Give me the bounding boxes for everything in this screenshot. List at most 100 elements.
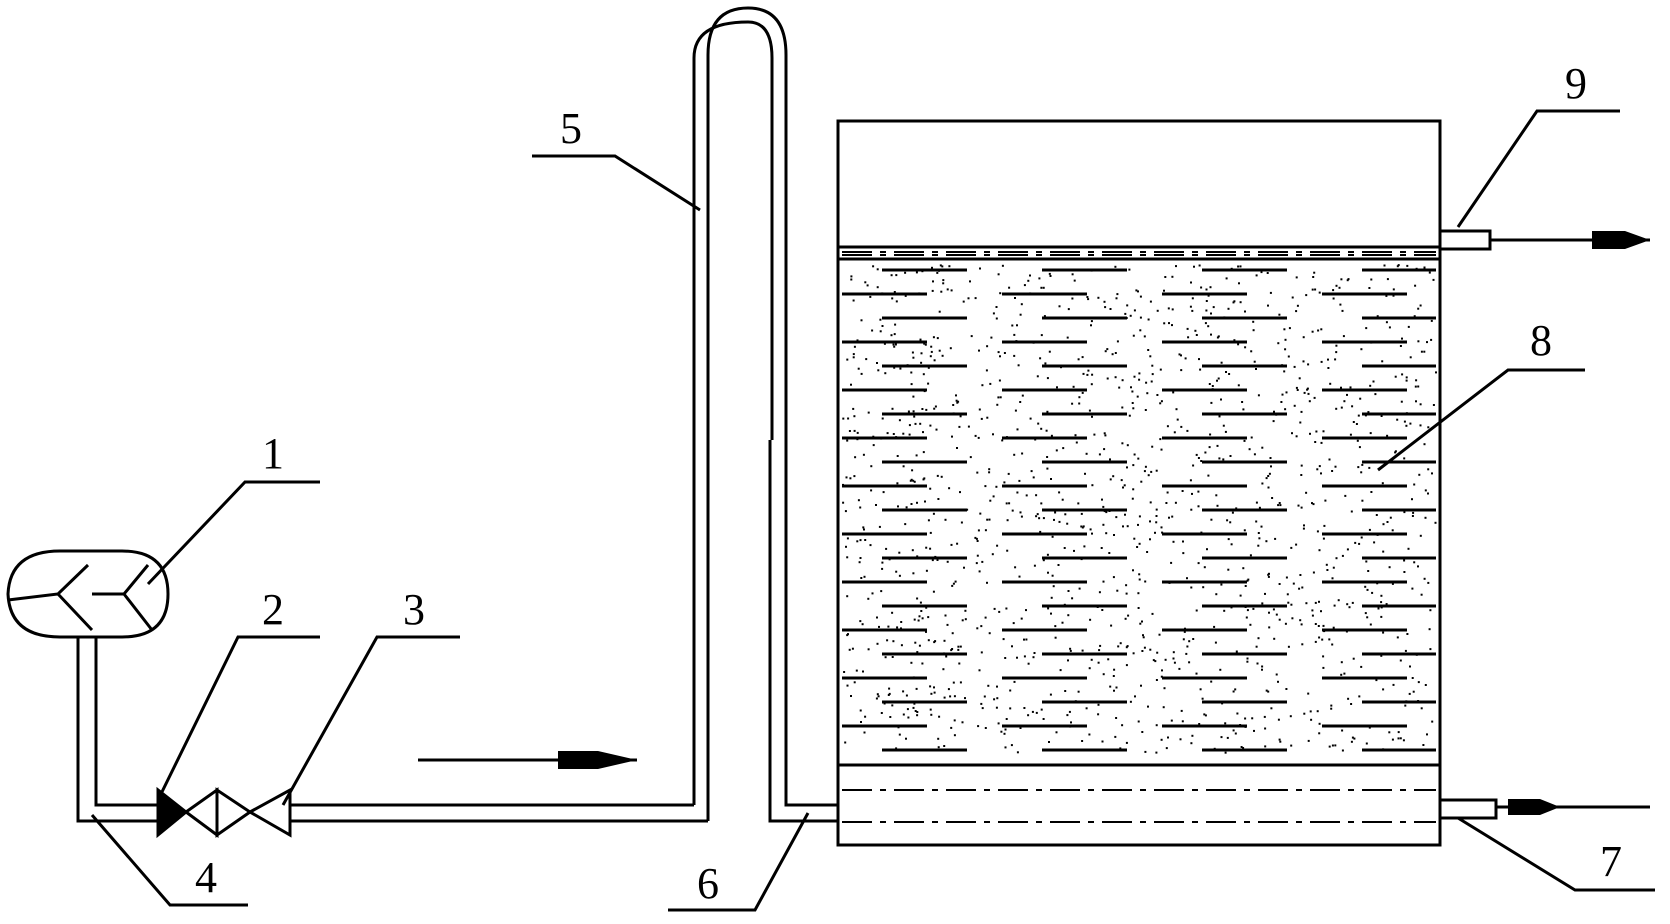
stipple-dot	[1358, 542, 1361, 545]
stipple-dot	[1211, 388, 1214, 391]
stipple-dot	[974, 536, 977, 539]
stipple-dot	[1033, 564, 1036, 567]
stipple-dot	[1170, 719, 1173, 722]
stipple-dot	[1318, 732, 1321, 735]
stipple-dot	[1323, 524, 1326, 527]
stipple-dot	[931, 266, 933, 269]
stipple-dot	[872, 265, 875, 268]
stipple-dot	[1046, 410, 1049, 413]
stipple-dot	[985, 369, 988, 372]
stipple-dot	[860, 577, 863, 579]
stipple-dot	[864, 539, 867, 541]
stipple-dot	[895, 274, 898, 277]
stipple-dot	[961, 619, 964, 622]
stipple-dot	[1244, 725, 1247, 728]
stipple-dot	[1132, 464, 1135, 467]
stipple-dot	[891, 704, 894, 707]
stipple-dot	[1134, 695, 1136, 698]
stipple-dot	[1300, 410, 1303, 413]
stipple-dot	[967, 297, 970, 300]
stipple-dot	[933, 359, 936, 362]
stipple-dot	[1019, 511, 1022, 514]
stipple-dot	[1009, 689, 1012, 692]
stipple-dot	[914, 710, 917, 712]
stipple-dot	[1417, 700, 1420, 702]
stipple-dot	[1302, 360, 1305, 363]
stipple-dot	[859, 539, 862, 542]
stipple-dot	[1273, 637, 1276, 640]
stipple-dot	[1186, 645, 1189, 648]
stipple-dot	[1090, 658, 1093, 661]
stipple-dot	[1235, 507, 1238, 510]
stipple-dot	[937, 746, 940, 749]
stipple-dot	[1142, 636, 1145, 639]
stipple-dot	[1358, 446, 1361, 449]
stipple-dot	[891, 297, 894, 300]
stipple-dot	[1400, 400, 1403, 403]
stipple-dot	[1305, 294, 1308, 297]
flow-arrows	[558, 231, 1650, 815]
stipple-dot	[1321, 638, 1324, 641]
stipple-dot	[1139, 622, 1142, 625]
stipple-dot	[1346, 548, 1349, 551]
stipple-dot	[1361, 499, 1364, 502]
stipple-dot	[1047, 607, 1050, 610]
stipple-dot	[1341, 749, 1344, 752]
stipple-dot	[1061, 498, 1064, 501]
stipple-dot	[1332, 566, 1335, 569]
stipple-dot	[1195, 334, 1198, 336]
stipple-dot	[890, 334, 893, 337]
stipple-dot	[1001, 439, 1004, 442]
stipple-dot	[1013, 354, 1016, 357]
stipple-dot	[1150, 380, 1153, 383]
stipple-dot	[998, 379, 1001, 382]
stipple-dot	[1181, 720, 1184, 723]
stipple-dot	[846, 439, 849, 442]
stipple-dot	[947, 460, 950, 463]
stipple-dot	[1405, 424, 1408, 427]
stipple-dot	[864, 715, 867, 718]
stipple-dot	[910, 383, 913, 386]
stipple-dot	[1399, 737, 1402, 740]
stipple-dot	[1025, 494, 1028, 497]
stipple-dot	[997, 722, 1000, 725]
stipple-dot	[1352, 657, 1355, 660]
stipple-dot	[848, 430, 851, 432]
stipple-dot	[1272, 608, 1275, 611]
stipple-dot	[1055, 731, 1058, 734]
stipple-dot	[1184, 627, 1186, 630]
stipple-dot	[1126, 645, 1129, 648]
stipple-dot	[1401, 373, 1404, 376]
stipple-dot	[879, 330, 882, 333]
stipple-dot	[983, 695, 986, 698]
stipple-dot	[963, 566, 965, 569]
stipple-dot	[1207, 325, 1210, 328]
stipple-dot	[1257, 394, 1260, 397]
stipple-dot	[1267, 475, 1270, 477]
stipple-dot	[976, 540, 979, 542]
stipple-dot	[1139, 316, 1142, 319]
stipple-dot	[1403, 559, 1406, 562]
stipple-dot	[1176, 418, 1179, 421]
stipple-dot	[896, 482, 899, 485]
stipple-dot	[970, 335, 973, 338]
stipple-dot	[941, 265, 944, 268]
stipple-dot	[892, 640, 895, 643]
stipple-dot	[937, 737, 940, 740]
stipple-dot	[1344, 494, 1347, 497]
stipple-dot	[918, 615, 921, 618]
stipple-dot	[878, 525, 881, 528]
stipple-dot	[1269, 291, 1272, 294]
stipple-dot	[1368, 287, 1371, 289]
stipple-dot	[1272, 420, 1275, 423]
stipple-dot	[1143, 646, 1146, 649]
stipple-dot	[1411, 498, 1413, 501]
stipple-dot	[1309, 432, 1311, 435]
stipple-dot	[893, 345, 896, 348]
stipple-dot	[881, 567, 884, 570]
stipple-dot	[1147, 474, 1150, 477]
inlet-pipe-inner	[768, 440, 838, 823]
stipple-dot	[1015, 340, 1018, 343]
stipple-dot	[1108, 552, 1111, 554]
stipple-dot	[1219, 668, 1222, 671]
